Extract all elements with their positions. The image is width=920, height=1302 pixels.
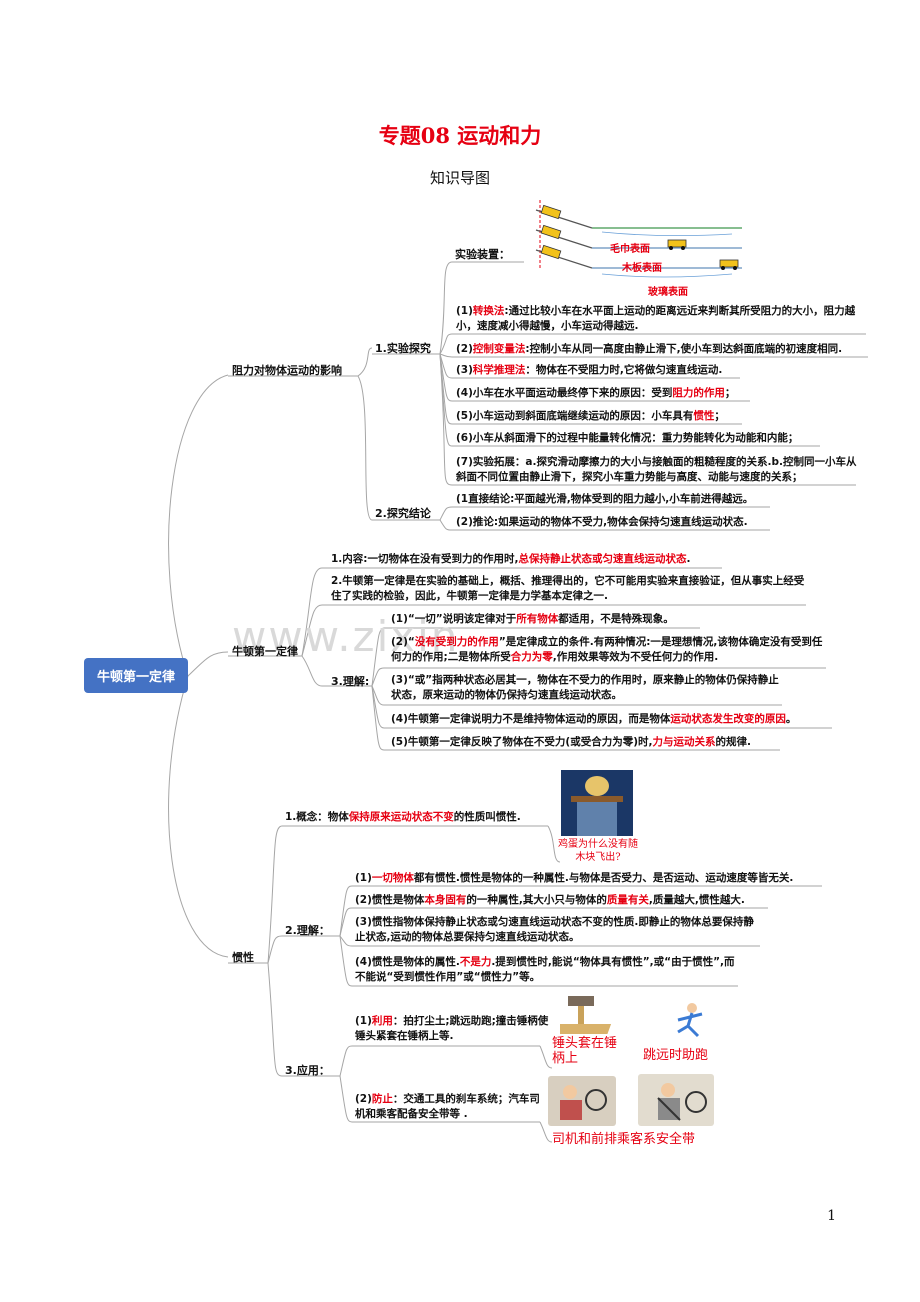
root-node: 牛顿第一定律: [84, 658, 188, 693]
newton-understand-2: (2)“没有受到力的作用”是定律成立的条件.有两种情况:一是理想情况,该物体确定…: [391, 636, 823, 663]
seatbelt-caption: 司机和前排乘客系安全带: [552, 1132, 696, 1147]
newton-understand-5: (5)牛顿第一定律反映了物体在不受力(或受合力为零)时,力与运动关系的规律.: [391, 736, 751, 748]
newton-understand-3: (3)“或”指两种状态必居其一，物体在不受力的作用时，原来静止的物体仍保持静止状…: [391, 674, 779, 701]
node-inertia-apply: 3.应用：: [285, 1064, 330, 1077]
seatbelt-illustration: [638, 1074, 714, 1126]
node-device: 实验装置：: [455, 248, 510, 261]
inertia-understand-4: (4)惯性是物体的属性.不是力.提到惯性时,能说“物体具有惯性”,或“由于惯性”…: [355, 956, 735, 983]
newton-point-2: 2.牛顿第一定律是在实验的基础上，概括、推理得出的，它不可能用实验来直接验证，但…: [331, 575, 805, 602]
branch-newton-law: 牛顿第一定律: [232, 645, 298, 658]
page-title: 专题08 运动和力: [378, 123, 542, 148]
branch-inertia: 惯性: [232, 951, 254, 964]
page-subtitle: 知识导图: [429, 169, 490, 187]
egg-caption: 鸡蛋为什么没有随木块飞出?: [558, 839, 638, 863]
hammer-illustration: [560, 996, 612, 1034]
branch-resistance-effect: 阻力对物体运动的影响: [232, 364, 342, 377]
inertia-understand-1: (1)一切物体都有惯性.惯性是物体的一种属性.与物体是否受力、是否运动、运动速度…: [355, 872, 794, 884]
incline-apparatus-illustration: [535, 200, 742, 278]
inertia-apply-prevent: (2)防止：交通工具的刹车系统；汽车司机和乘客配备安全带等 .: [355, 1093, 540, 1120]
page-number: 1: [827, 1208, 836, 1224]
label-towel-surface: 毛巾表面: [610, 244, 650, 255]
newton-content: 1.内容:一切物体在没有受到力的作用时,总保持静止状态或匀速直线运动状态.: [331, 553, 691, 565]
exp-item-6: (6)小车从斜面滑下的过程中能量转化情况：重力势能转化为动能和内能；: [456, 432, 799, 444]
exp-item-4: (4)小车在水平面运动最终停下来的原因：受到阻力的作用；: [456, 387, 736, 399]
node-inertia-understand: 2.理解：: [285, 924, 330, 937]
exp-item-5: (5)小车运动到斜面底端继续运动的原因：小车具有惯性；: [456, 410, 725, 422]
exp-item-2: (2)控制变量法:控制小车从同一高度由静止滑下,使小车到达斜面底端的初速度相同.: [456, 343, 843, 355]
hammer-caption: 锤头套在锤柄上: [552, 1036, 618, 1066]
watermark: www.zixin: [232, 612, 460, 661]
inertia-understand-3: (3)惯性指物体保持静止状态或匀速直线运动状态不变的性质.即静止的物体总要保持静…: [355, 916, 754, 943]
node-conclusion: 2.探究结论: [375, 507, 431, 520]
label-wood-surface: 木板表面: [622, 263, 662, 274]
conclusion-item-1: (1直接结论:平面越光滑,物体受到的阻力越小,小车前进得越远。: [456, 493, 754, 505]
long-jump-illustration: [677, 1003, 703, 1038]
exp-item-7: (7)实验拓展：a.探究滑动摩擦力的大小与接触面的粗糙程度的关系.b.控制同一小…: [456, 456, 857, 483]
long-jump-caption: 跳远时助跑: [643, 1048, 709, 1063]
conclusion-item-2: (2)推论:如果运动的物体不受力,物体会保持匀速直线运动状态.: [456, 516, 748, 528]
inertia-concept: 1.概念：物体保持原来运动状态不变的性质叫惯性.: [285, 811, 521, 823]
node-experiment: 1.实验探究: [375, 342, 431, 355]
driver-braking-illustration: [548, 1076, 616, 1126]
node-newton-understand: 3.理解:: [331, 675, 370, 688]
exp-item-3: (3)科学推理法：物体在不受阻力时,它将做匀速直线运动.: [456, 364, 723, 376]
inertia-apply-use: (1)利用：拍打尘土;跳远助跑;撞击锤柄使锤头紧套在锤柄上等.: [355, 1015, 549, 1042]
inertia-understand-2: (2)惯性是物体本身固有的一种属性,其大小只与物体的质量有关,质量越大,惯性越大…: [355, 894, 745, 906]
egg-on-glass-illustration: [561, 770, 633, 836]
exp-item-1: (1)转换法:通过比较小车在水平面上运动的距离远近来判断其所受阻力的大小，阻力越…: [456, 305, 856, 332]
newton-understand-4: (4)牛顿第一定律说明力不是维持物体运动的原因，而是物体运动状态发生改变的原因。: [391, 713, 797, 725]
newton-understand-1: (1)“一切”说明该定律对于所有物体都适用，不是特殊现象。: [391, 613, 674, 625]
label-glass-surface: 玻璃表面: [648, 287, 688, 298]
